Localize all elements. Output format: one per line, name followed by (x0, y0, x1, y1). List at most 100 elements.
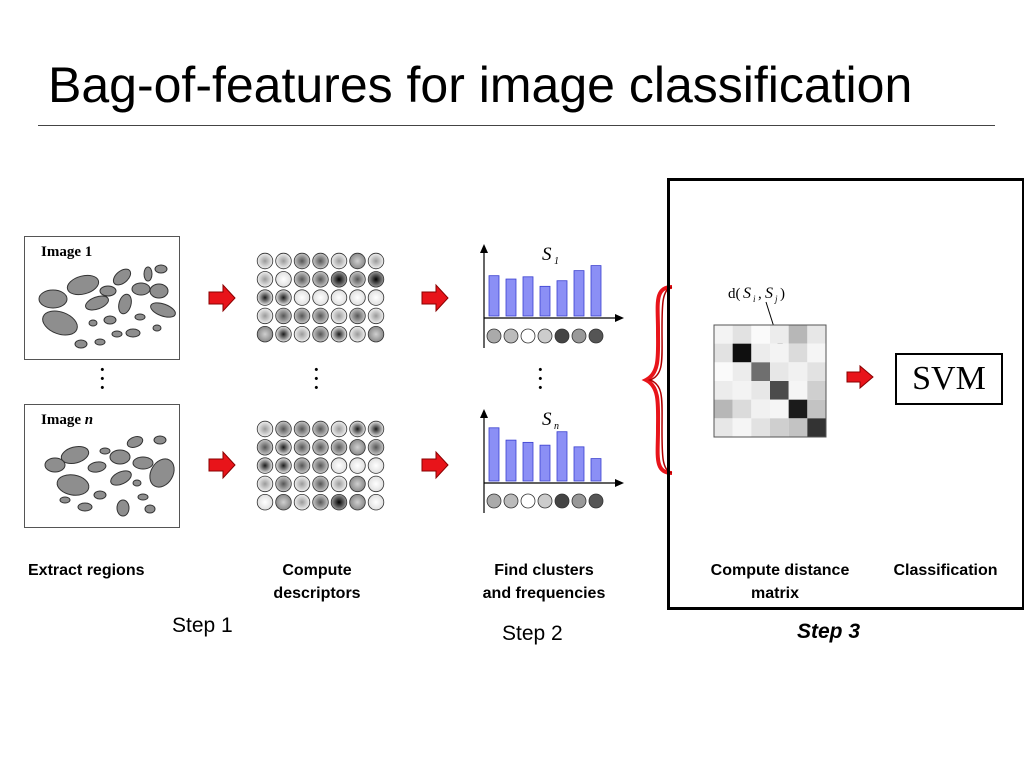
histogram-bar (522, 276, 534, 317)
matrix-cell (714, 362, 733, 381)
descriptor-circle (330, 289, 348, 306)
codeword-circle (503, 328, 519, 344)
descriptor-circle (293, 493, 311, 511)
descriptor-circle (275, 307, 292, 325)
descriptor-circle (312, 493, 329, 511)
arrow-right-icon (421, 283, 449, 313)
descriptor-circle (256, 307, 274, 325)
descriptor-circle (275, 325, 292, 343)
histogram-symbol: S (542, 244, 552, 265)
descriptor-circle (367, 420, 385, 438)
matrix-cell (732, 362, 752, 381)
matrix-cell (770, 325, 789, 344)
descriptor-circle (312, 289, 329, 306)
descriptor-circle (293, 289, 311, 306)
descriptor-circle (349, 271, 366, 288)
histogram-bar (522, 441, 534, 482)
descriptor-circle (330, 325, 348, 343)
descriptor-circle (275, 420, 292, 438)
matrix-border (713, 324, 827, 438)
descriptor-circle (330, 457, 348, 474)
matrix-cell (732, 325, 752, 344)
descriptor-circle (256, 252, 274, 270)
svg-text:j: j (774, 294, 778, 304)
histogram-bar (573, 446, 585, 482)
matrix-cell (770, 381, 789, 400)
label-compute-line2: descriptors (273, 585, 361, 602)
codeword-circle (520, 328, 536, 344)
step-2-label: Step 2 (502, 622, 563, 645)
histogram-symbol: S (542, 409, 552, 430)
label-compute-descriptors: Compute descriptors (242, 559, 392, 605)
matrix-cell (751, 399, 770, 419)
svg-text:d(: d( (728, 286, 741, 302)
descriptor-circle (330, 420, 348, 438)
histogram-bar (590, 458, 602, 482)
label-distance-line2: matrix (750, 585, 800, 602)
histogram-bar (590, 265, 602, 317)
axis-arrow-icon (615, 314, 624, 322)
descriptor-circle (367, 271, 385, 288)
matrix-cell (788, 362, 808, 381)
descriptor-circle (367, 325, 385, 343)
arrow-right-icon (208, 283, 236, 313)
matrix-cell (714, 343, 733, 363)
descriptor-circle (293, 420, 311, 438)
title-divider (38, 125, 995, 126)
descriptor-circle (367, 289, 385, 306)
descriptor-circle (312, 457, 329, 474)
descriptor-circle (275, 289, 292, 306)
matrix-cell (751, 325, 770, 344)
image-n-regions (44, 435, 175, 517)
descriptor-circle (312, 420, 329, 438)
descriptor-circle (349, 420, 366, 438)
matrix-cell (751, 362, 770, 381)
descriptor-circle (367, 307, 385, 325)
descriptor-circle (293, 271, 311, 288)
matrix-cell (788, 418, 808, 437)
matrix-cell (770, 399, 789, 419)
svm-box: SVM (895, 353, 1003, 405)
descriptor-circle (330, 475, 348, 493)
svg-text:S: S (743, 285, 751, 302)
descriptor-circle (367, 475, 385, 493)
matrix-cell (732, 343, 752, 363)
histogram-bar (556, 280, 568, 317)
distance-matrix (713, 324, 827, 438)
descriptor-circle (275, 271, 292, 288)
descriptor-circle (349, 457, 366, 474)
label-find-line2: and frequencies (482, 585, 606, 602)
descriptor-circle (367, 493, 385, 511)
arrow-right-icon (421, 450, 449, 480)
codeword-circle (503, 493, 519, 509)
matrix-cell (770, 418, 789, 437)
codeword-circle (588, 328, 604, 344)
axis-arrow-icon (480, 244, 488, 253)
histogram-bar (488, 275, 500, 317)
histogram-bar (539, 285, 551, 317)
descriptor-circle (367, 252, 385, 270)
codeword-circle (554, 328, 570, 344)
matrix-cell (807, 362, 826, 381)
matrix-cell (714, 381, 733, 400)
image-1-label: Image 1 (41, 244, 93, 260)
descriptor-circle (349, 325, 366, 343)
matrix-cell (732, 418, 752, 437)
descriptor-circle (293, 439, 311, 456)
descriptor-circle (330, 439, 348, 456)
codeword-circle (486, 328, 502, 344)
label-compute-distance: Compute distance matrix (690, 559, 870, 605)
curly-brace-icon (641, 285, 673, 475)
matrix-cell (770, 362, 789, 381)
image-n-var: n (84, 412, 94, 428)
arrow-right-icon (208, 450, 236, 480)
image-n-panel: Image n (24, 404, 180, 528)
label-extract-regions: Extract regions (28, 562, 145, 579)
histogram-bar (573, 270, 585, 317)
descriptor-circle (312, 325, 329, 343)
histogram-bar (556, 431, 568, 482)
matrix-cell (751, 381, 770, 400)
descriptor-circle (256, 420, 274, 438)
matrix-cell (788, 343, 808, 363)
